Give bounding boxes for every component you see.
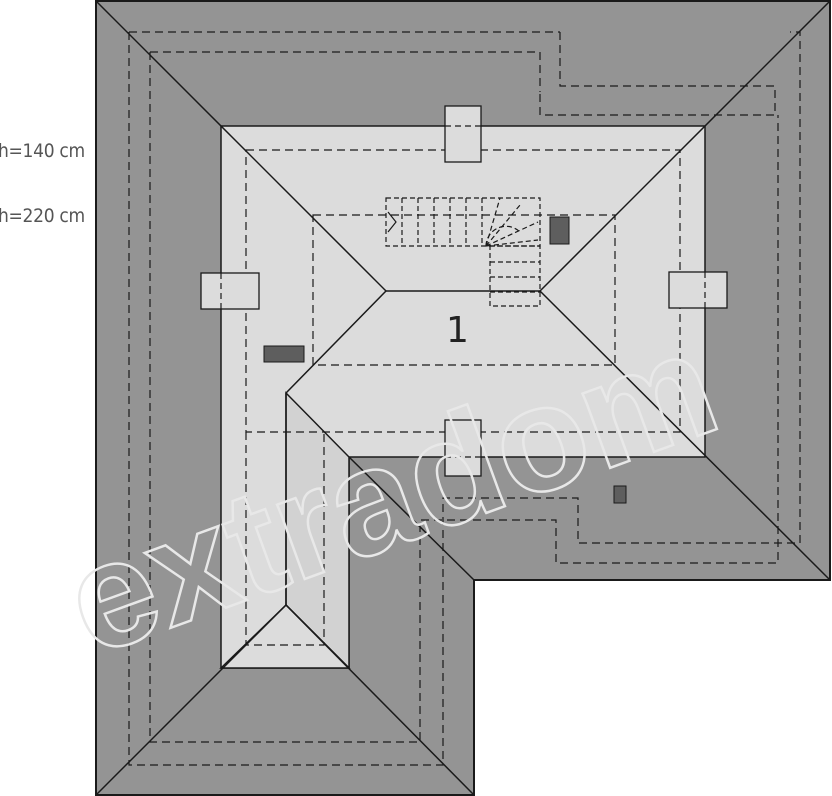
chimney-2 <box>263 345 305 363</box>
roof-window-top <box>444 105 482 163</box>
ridge-lines <box>95 0 831 796</box>
legend-h140-label: h=140 cm <box>0 140 85 162</box>
room-number: 1 <box>446 310 469 351</box>
chimney-3 <box>613 485 627 504</box>
staircase <box>385 197 541 307</box>
roof-window-left <box>200 272 260 310</box>
roof-window-right <box>668 271 728 309</box>
legend-h220-label: h=220 cm <box>0 205 85 227</box>
chimney-1 <box>549 216 570 245</box>
roof-window-bottom <box>444 419 482 477</box>
roof-windows <box>200 105 728 477</box>
chimneys <box>263 216 627 504</box>
